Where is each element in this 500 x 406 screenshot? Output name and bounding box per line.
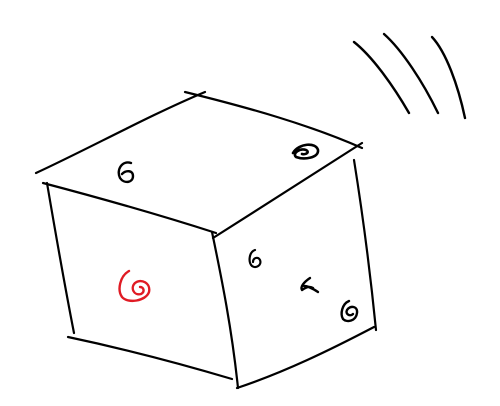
motion-lines — [352, 32, 467, 120]
motion-line-inner — [352, 40, 411, 115]
motion-line-outer — [430, 35, 467, 120]
top-face-left-edge — [34, 90, 207, 175]
top-face-right-edge — [211, 141, 364, 240]
top-face-pips — [117, 143, 320, 184]
left-face-pip — [118, 269, 151, 303]
right-pip-middle — [300, 276, 320, 294]
right-pip-bottom — [340, 299, 359, 323]
motion-line-middle — [382, 32, 440, 115]
left-face-bottom-edge — [66, 335, 234, 381]
right-face-right-edge — [352, 158, 378, 332]
top-face-back-edge — [183, 90, 364, 150]
right-face-pips — [248, 248, 359, 323]
top-pip-right — [291, 143, 320, 160]
dice-outline — [34, 90, 378, 390]
left-face-left-edge — [45, 181, 76, 335]
front-vertical-edge — [210, 230, 240, 390]
right-pip-top — [248, 248, 262, 269]
left-pip-red — [118, 269, 151, 303]
right-face-bottom-edge — [235, 325, 376, 390]
top-face-front-edge — [41, 181, 218, 235]
top-pip-left — [117, 161, 135, 184]
